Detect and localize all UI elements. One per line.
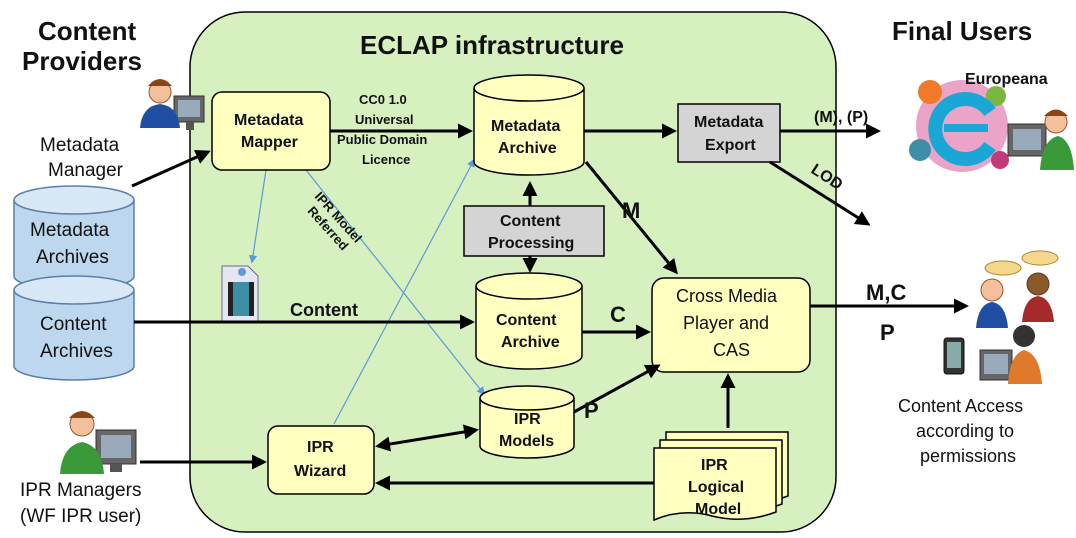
metadata-manager-person-icon	[140, 79, 205, 130]
europeana-logo-icon	[909, 80, 1009, 172]
ipr-wizard-label-1: IPR	[307, 439, 334, 456]
ipr-models-node[interactable]	[479, 385, 575, 459]
license-label-3: Public Domain	[337, 132, 427, 147]
content-archives-label-1: Content	[40, 314, 107, 335]
metadata-archives-label-2: Archives	[36, 247, 109, 268]
final-users-group-icon	[943, 250, 1059, 384]
content-archive-label-1: Content	[496, 312, 557, 329]
metadata-mapper-label-2: Mapper	[241, 134, 298, 151]
content-edge-label: Content	[290, 300, 358, 320]
ipr-managers-label-1: IPR Managers	[20, 480, 141, 501]
content-archive-label-2: Archive	[501, 334, 560, 351]
content-archive-node[interactable]	[475, 272, 583, 370]
media-file-icon	[221, 265, 259, 323]
europeana-user-person-icon	[1007, 109, 1074, 170]
mapper-to-ipr-models-arrow	[305, 169, 486, 396]
infrastructure-area	[189, 11, 837, 533]
ipr-logical-label-2: Logical	[688, 479, 744, 496]
m-label: M	[622, 198, 640, 223]
cross-media-label-3: CAS	[713, 340, 750, 360]
ipr-models-label-1: IPR	[514, 411, 541, 428]
license-label-2: Universal	[355, 112, 414, 127]
content-archives-db	[13, 275, 135, 381]
metadata-archive-label-2: Archive	[498, 140, 557, 157]
cross-media-player-node[interactable]	[651, 277, 811, 373]
p-out-label: P	[880, 320, 895, 345]
content-processing-label-2: Processing	[488, 235, 574, 252]
mc-label: M,C	[866, 280, 906, 305]
metadata-export-label-2: Export	[705, 137, 756, 154]
ipr-manager-person-icon	[60, 411, 137, 474]
export-to-lod-arrow	[769, 160, 871, 226]
m-p-label: (M), (P)	[814, 109, 868, 126]
cross-media-label-2: Player and	[683, 313, 769, 333]
header-content-providers-2: Providers	[22, 46, 142, 76]
metadata-archive-node[interactable]	[473, 74, 585, 176]
content-access-label-1: Content Access	[898, 396, 1023, 416]
content-access-label-2: according to	[916, 421, 1014, 441]
ipr-models-to-player-arrow	[573, 364, 661, 414]
content-access-label-3: permissions	[920, 446, 1016, 466]
metadata-archives-db	[13, 185, 135, 291]
ipr-logical-model-node[interactable]	[653, 431, 789, 522]
metadata-archives-label-1: Metadata	[30, 220, 110, 241]
ipr-logical-label-1: IPR	[701, 457, 728, 474]
metadata-export-label-1: Metadata	[694, 114, 763, 131]
ipr-wizard-label-2: Wizard	[294, 463, 346, 480]
wizard-models-arrow	[375, 424, 479, 452]
ipr-managers-label-2: (WF IPR user)	[20, 506, 141, 527]
ipr-logical-label-3: Model	[695, 501, 741, 518]
wizard-to-metadata-archive-arrow	[333, 158, 475, 425]
c-label: C	[610, 302, 626, 327]
metadata-manager-label-2: Manager	[48, 160, 124, 181]
flow-arrows	[131, 123, 969, 491]
metadata-to-player-arrow	[584, 161, 678, 275]
cross-media-label-1: Cross Media	[676, 286, 778, 306]
header-final-users: Final Users	[892, 16, 1032, 46]
mapper-to-media-arrow	[248, 169, 267, 264]
header-infrastructure: ECLAP infrastructure	[360, 30, 624, 60]
metadata-mapper-label-1: Metadata	[234, 112, 303, 129]
p-label: P	[584, 398, 599, 423]
content-processing-node[interactable]	[463, 205, 605, 257]
license-label-1: CC0 1.0	[359, 92, 407, 107]
content-processing-label-1: Content	[500, 213, 561, 230]
content-archives-label-2: Archives	[40, 341, 113, 362]
header-content-providers-1: Content	[38, 16, 137, 46]
ipr-models-label-2: Models	[499, 433, 554, 450]
europeana-label: Europeana	[965, 71, 1048, 88]
license-label-4: Licence	[362, 152, 410, 167]
ipr-wizard-node[interactable]	[267, 425, 375, 495]
metadata-manager-label-1: Metadata	[40, 135, 120, 156]
manager-to-mapper-arrow	[131, 150, 211, 188]
metadata-mapper-node[interactable]	[211, 91, 331, 171]
metadata-archive-label-1: Metadata	[491, 118, 560, 135]
metadata-export-node[interactable]	[677, 103, 781, 163]
